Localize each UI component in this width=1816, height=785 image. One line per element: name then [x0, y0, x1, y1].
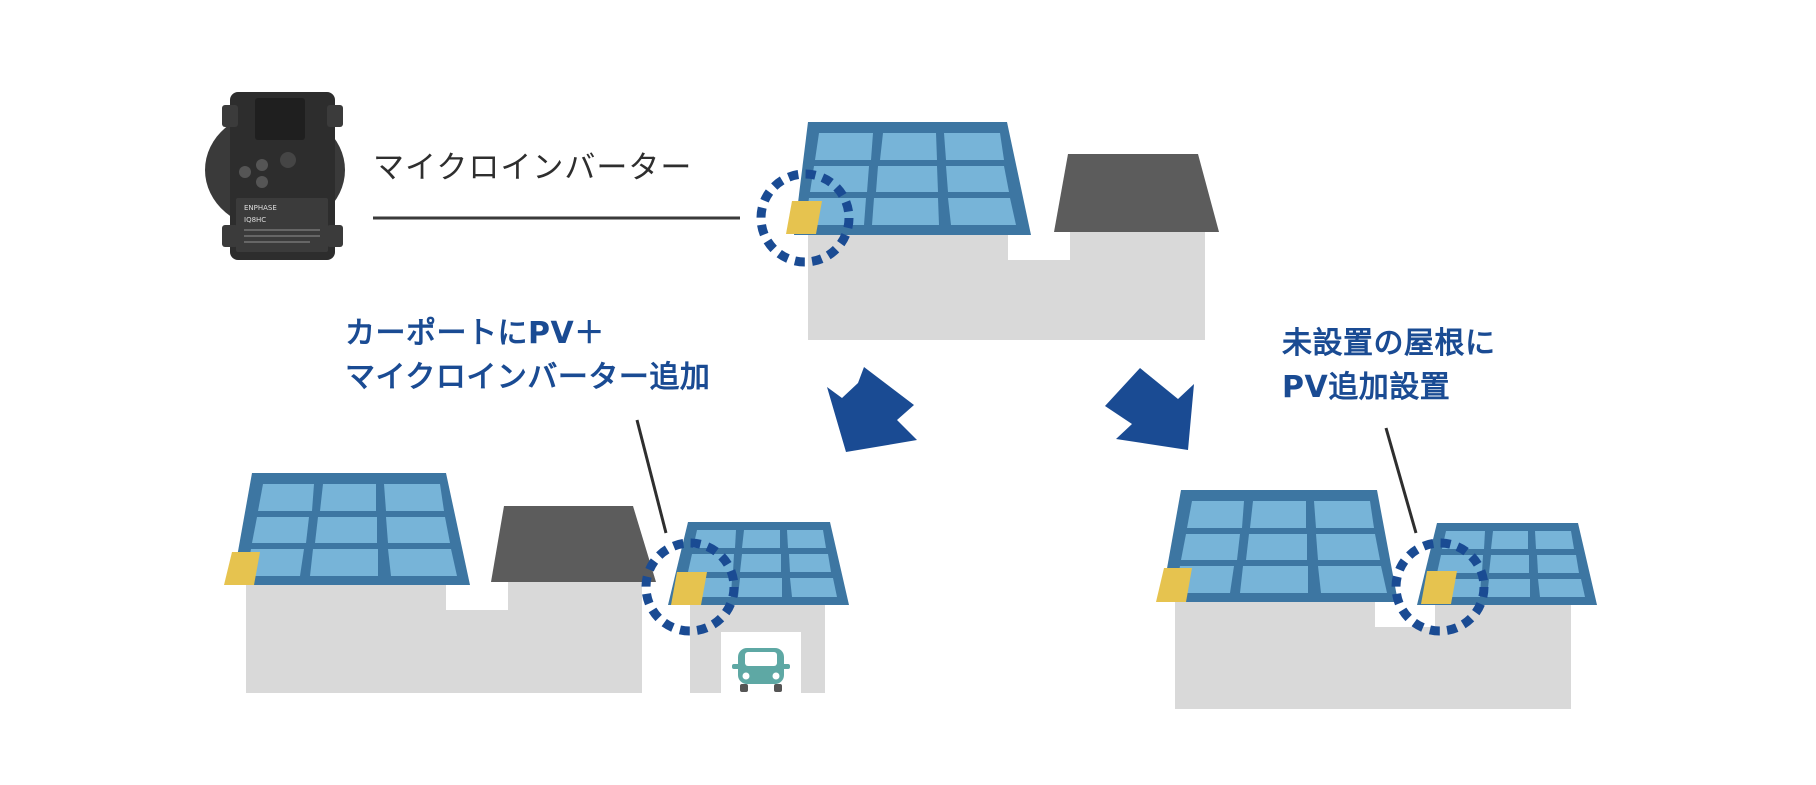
carport-caption-line1: カーポートにPV＋	[345, 316, 605, 351]
roof-leader-line	[1384, 427, 1418, 534]
house-br-wall	[1175, 585, 1571, 709]
house-top-wall	[808, 225, 1205, 340]
house-br-added-inverter	[1421, 571, 1457, 604]
house-top	[756, 122, 1219, 340]
roof-caption-line2: PV追加設置	[1282, 370, 1451, 405]
roof-caption: 未設置の屋根に PV追加設置	[1282, 322, 1496, 410]
carport-inverter-highlight	[641, 538, 739, 636]
house-bottom-left	[224, 473, 656, 693]
house-br-inverter-highlight	[1391, 538, 1489, 636]
carport	[641, 522, 849, 693]
house-bl-inverter	[224, 552, 260, 585]
microinverter-label: マイクロインバーター	[373, 150, 693, 186]
carport-caption-line2: マイクロインバーター追加	[345, 360, 711, 395]
car-icon	[732, 648, 790, 692]
house-top-dark-roof	[1054, 154, 1219, 232]
device-model-text: IQ8HC	[244, 216, 266, 224]
house-bottom-right	[1156, 490, 1597, 709]
carport-caption: カーポートにPV＋ マイクロインバーター追加	[345, 312, 710, 400]
house-top-inverter	[786, 201, 822, 234]
house-bl-dark-roof	[491, 506, 656, 582]
down-arrow-icon	[1105, 368, 1194, 450]
device-brand-text: ENPHASE	[244, 204, 277, 212]
microinverter-device-icon: ENPHASE IQ8HC	[205, 92, 345, 260]
roof-caption-line1: 未設置の屋根に	[1282, 326, 1496, 361]
house-br-inverter	[1156, 568, 1192, 602]
down-arrow-icon	[827, 367, 917, 452]
carport-leader-line	[635, 419, 668, 534]
house-bl-wall	[246, 565, 642, 693]
house-top-inverter-highlight	[756, 169, 854, 267]
carport-inverter	[671, 572, 707, 605]
